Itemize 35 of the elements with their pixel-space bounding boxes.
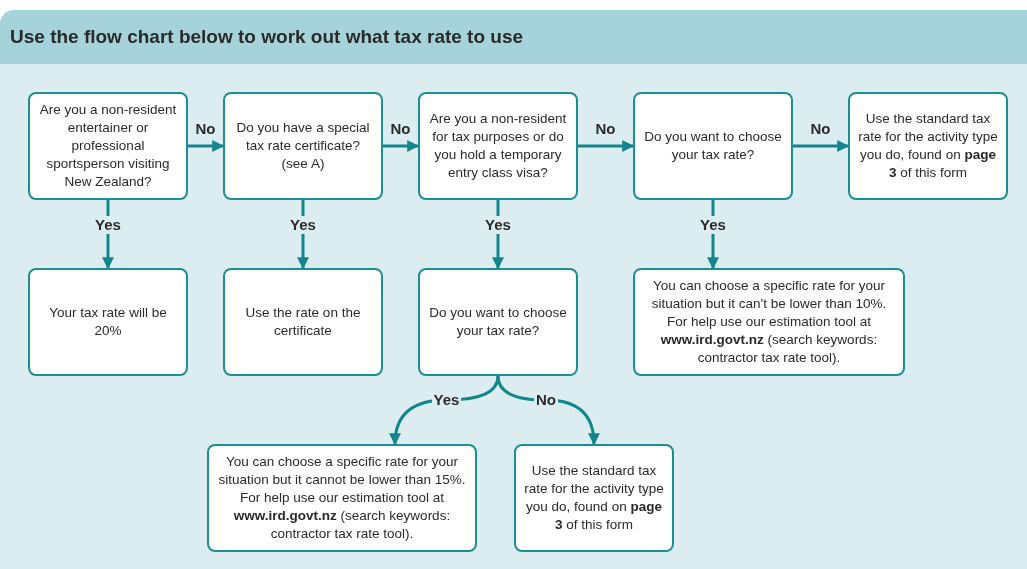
flow-box [28,92,188,200]
flow-box [633,268,905,376]
arrow [383,140,420,152]
edge-label: No [389,120,412,138]
arrow [793,140,850,152]
flow-box [418,268,578,376]
title: Use the flow chart below to work out what tax rate to use [10,24,524,49]
flow-box [207,444,477,552]
box-text: Do you want to choose your tax rate? [428,304,568,340]
edge-label: Yes [698,216,728,234]
box-text: Use the standard tax rate for the activity type you do, found on page 3 of this form [523,462,665,534]
flow-box [848,92,1008,200]
edge-label: No [194,120,217,138]
flow-box [514,444,674,552]
box-text: Your tax rate will be 20% [48,304,168,340]
box-text: Use the rate on the certificate [244,304,362,340]
box-text: Are you a non-resident entertainer or professional sportsperson visiting New Zealand? [38,101,178,191]
edge-label: Yes [483,216,513,234]
box-text: Are you a non-resident for tax purposes or do you hold a temporary entry class visa? [428,110,568,182]
arrow [578,140,635,152]
arrow [188,140,225,152]
box-text: You can choose a specific rate for your situation but it cannot be lower than 15%. For help use our estimation tool at www.ird.govt.nz (search keywords: contractor tax rate tool). [217,453,467,543]
flow-box [633,92,793,200]
edge-label: No [809,120,832,138]
box-text: You can choose a specific rate for your situation but it can't be lower than 10%. For help use our estimation tool at www.ird.govt.nz (search keywords: contractor tax rate tool). [650,277,888,367]
flow-box [223,92,383,200]
flow-box [28,268,188,376]
box-text: Do you have a special tax rate certificate? (see A) [235,119,371,173]
box-text: Use the standard tax rate for the activity type you do, found on page 3 of this form [857,110,999,182]
box-text: Do you want to choose your tax rate? [643,128,783,164]
flow-box [418,92,578,200]
edge-label: Yes [288,216,318,234]
edge-label: No [594,120,617,138]
edge-label: Yes [93,216,123,234]
flow-box [223,268,383,376]
